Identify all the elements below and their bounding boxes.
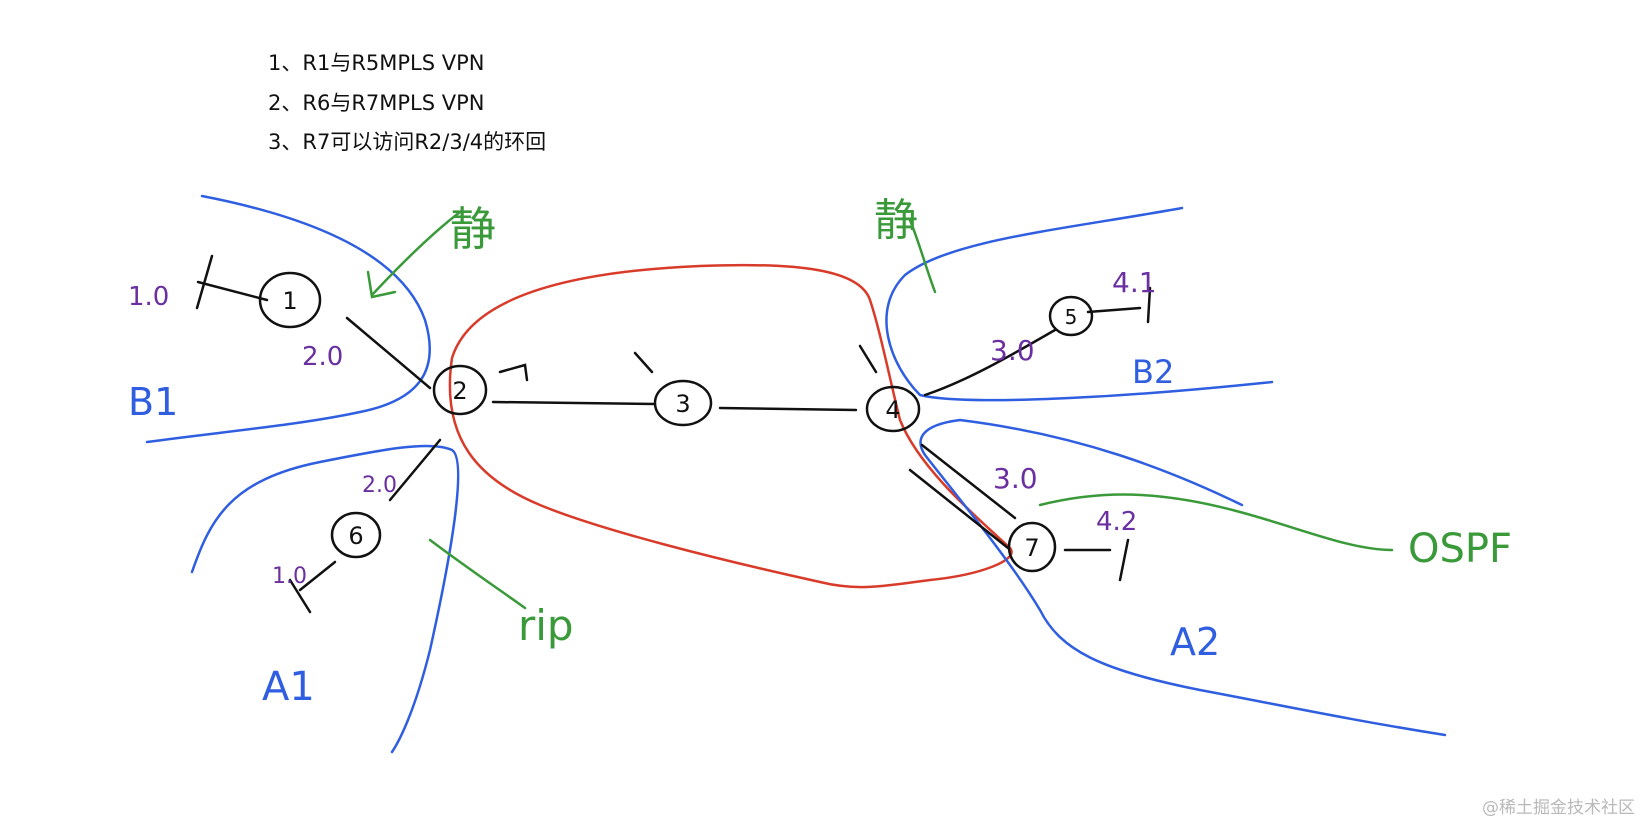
router-r2[interactable]: 2	[432, 364, 488, 416]
link-r4-r7-a	[920, 443, 1017, 520]
router-r6[interactable]: 6	[330, 511, 382, 559]
router-r1[interactable]: 1	[258, 271, 322, 329]
zone-b2-boundary	[885, 206, 1274, 402]
rip-label: rip	[518, 601, 574, 650]
requirement-1: 1、R1与R5MPLS VPN	[268, 51, 485, 75]
static-left-arrow	[370, 210, 462, 297]
loop-r6-tick	[288, 578, 312, 614]
r2-loop-stub	[498, 363, 529, 382]
net-r7-loop: 4.2	[1096, 507, 1137, 537]
net-r1-loop: 1.0	[128, 282, 169, 312]
zone-a2-boundary	[919, 418, 1447, 737]
link-r5-loop	[1086, 306, 1142, 314]
net-r5-loop: 4.1	[1112, 266, 1157, 299]
net-r7-r4: 3.0	[993, 462, 1038, 495]
mpls-domain-boundary	[448, 263, 1013, 589]
link-r4-r5	[923, 328, 1057, 397]
r4-loop-stub	[858, 344, 878, 374]
router-r2-label: 2	[452, 377, 467, 405]
router-r7-label: 7	[1024, 534, 1039, 562]
rip-line	[428, 538, 527, 610]
router-r5-label: 5	[1065, 305, 1078, 329]
link-r1-loop	[196, 280, 269, 302]
net-r6-loop: 1.0	[272, 564, 307, 589]
router-r4[interactable]: 4	[865, 385, 921, 433]
router-r4-label: 4	[885, 396, 900, 424]
loop-r1-tick	[195, 254, 214, 310]
r3-loop-stub	[633, 351, 654, 374]
static-left-label: 静	[450, 202, 496, 256]
link-r6-loop	[298, 560, 337, 592]
ospf-line	[1038, 493, 1394, 552]
router-r6-label: 6	[348, 522, 363, 550]
router-r5[interactable]: 5	[1048, 295, 1094, 337]
router-r3[interactable]: 3	[653, 379, 713, 427]
ospf-label: OSPF	[1408, 526, 1512, 572]
router-r1-label: 1	[282, 287, 297, 315]
zone-a1-boundary	[190, 444, 460, 754]
watermark: @稀土掘金技术社区	[1482, 798, 1635, 818]
link-r2-r6	[388, 438, 442, 502]
zone-a1-label: A1	[262, 664, 315, 710]
loop-r5-tick	[1146, 286, 1152, 324]
link-r1-r2	[345, 316, 432, 390]
zone-b1-label: B1	[128, 380, 178, 424]
loop-r7-tick	[1118, 538, 1130, 582]
net-r2-r6: 2.0	[362, 473, 397, 498]
net-r5-r4: 3.0	[990, 334, 1035, 367]
net-r1-r2: 2.0	[302, 342, 343, 372]
zone-a2-label: A2	[1170, 620, 1220, 664]
link-r3-r4	[718, 406, 858, 412]
router-r3-label: 3	[675, 390, 690, 418]
requirement-2: 2、R6与R7MPLS VPN	[268, 91, 485, 115]
static-right-line	[908, 218, 937, 294]
zone-b2-label: B2	[1132, 353, 1174, 391]
router-r7[interactable]: 7	[1007, 521, 1057, 573]
static-left-arrowhead	[366, 270, 397, 299]
static-right-label: 静	[874, 195, 918, 246]
zone-b1-boundary	[145, 194, 431, 444]
link-r2-r3	[491, 400, 657, 406]
link-r4-r7-b	[908, 468, 1010, 550]
requirement-3: 3、R7可以访问R2/3/4的环回	[268, 130, 547, 154]
